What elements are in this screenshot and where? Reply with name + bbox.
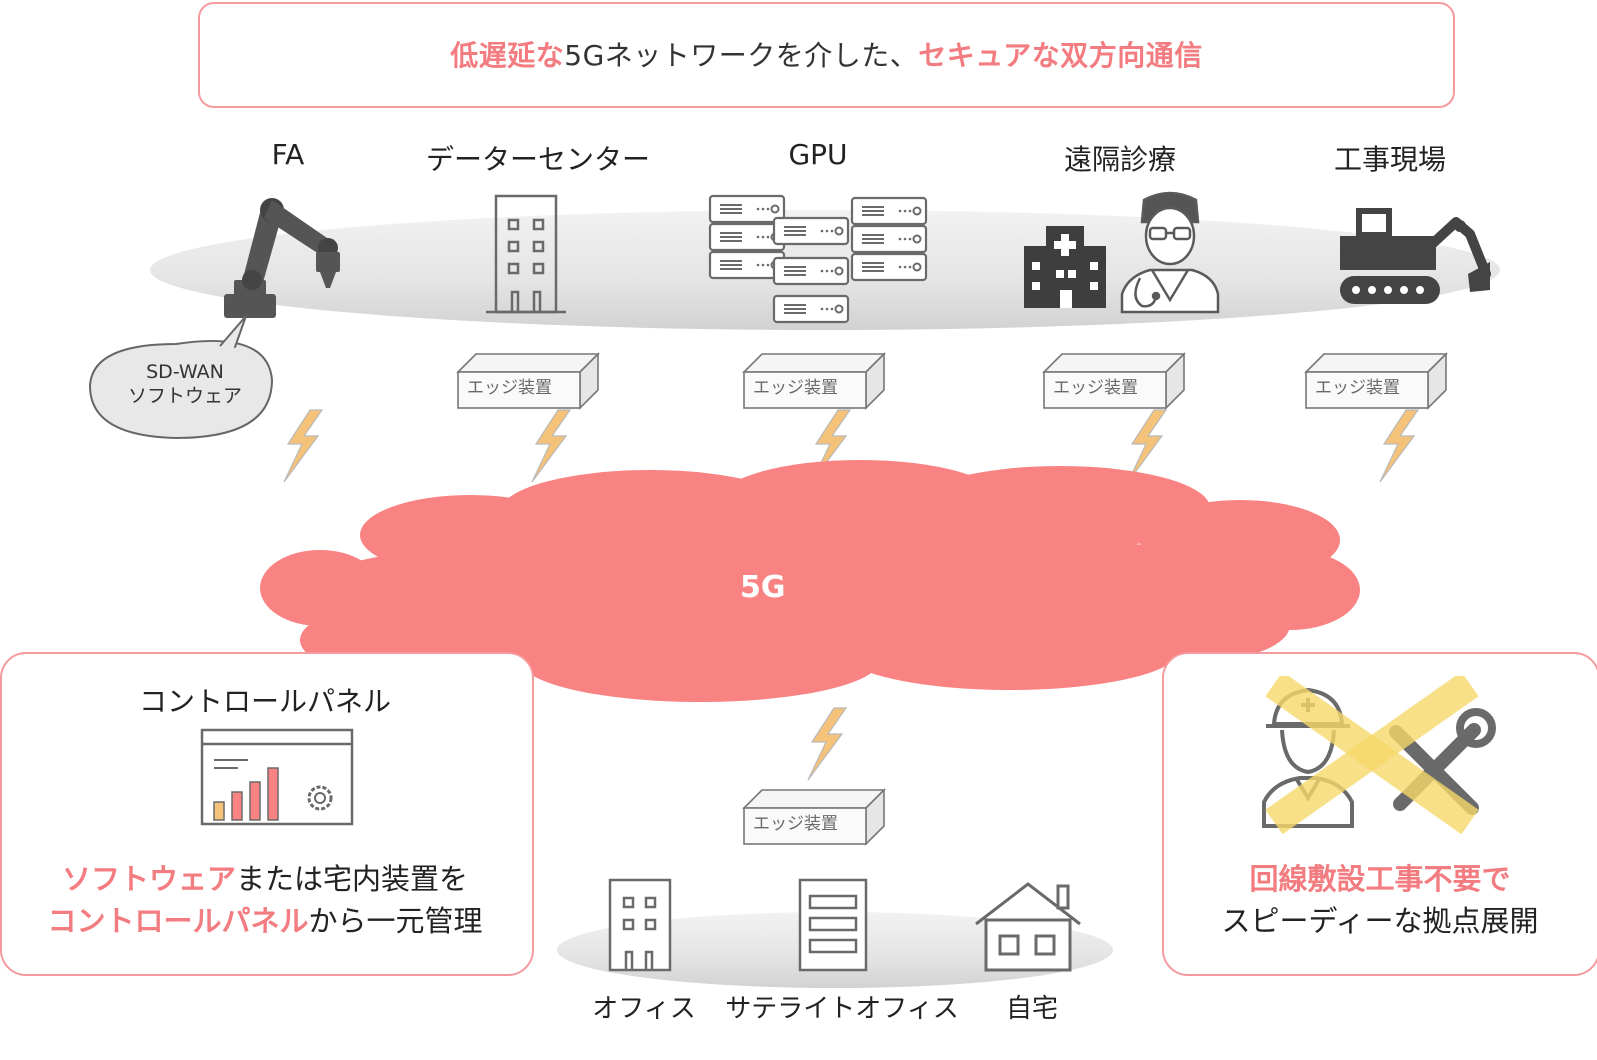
edge-device-datacenter: エッジ装置 <box>457 353 599 409</box>
control-panel-description: ソフトウェアまたは宅内装置を コントロールパネルから一元管理 <box>0 858 530 942</box>
header-middle: 5Gネットワークを介した、 <box>564 39 919 72</box>
rr-line1-rest: で <box>1481 862 1511 896</box>
header-highlight-secure: セキュアな双方向通信 <box>918 39 1203 72</box>
edge-device-telemedicine: エッジ装置 <box>1043 353 1185 409</box>
sdwan-bubble <box>88 340 274 440</box>
edge-device-label: エッジ装置 <box>1315 378 1400 398</box>
sdwan-label: SD-WAN ソフトウェア <box>110 360 260 408</box>
cp-line1-rest: または宅内装置を <box>236 862 469 896</box>
hospital-icon <box>1024 226 1106 308</box>
site-label-office: オフィス <box>592 994 696 1024</box>
edge-device-label: エッジ装置 <box>753 378 838 398</box>
node-label-telemedicine: 遠隔診療 <box>1063 143 1176 176</box>
bolt-icon <box>1379 409 1419 483</box>
datacenter-building-icon <box>486 194 566 314</box>
dashboard-icon <box>200 728 354 826</box>
header-highlight-latency: 低遅延な <box>450 39 565 72</box>
sdwan-line2: ソフトウェア <box>127 385 242 407</box>
bolt-icon <box>807 707 847 781</box>
rr-highlight: 回線敷設工事不要 <box>1249 862 1482 896</box>
header-banner: 低遅延な5Gネットワークを介した、セキュアな双方向通信 <box>198 2 1455 108</box>
satellite-office-icon <box>798 878 868 972</box>
sdwan-line1: SD-WAN <box>146 361 224 383</box>
node-label-fa: FA <box>271 138 305 171</box>
cp-highlight-panel: コントロールパネル <box>47 904 309 938</box>
header-text: 低遅延な5Gネットワークを介した、セキュアな双方向通信 <box>200 34 1453 74</box>
no-construction-description: 回線敷設工事不要で スピーディーな拠点展開 <box>1162 858 1597 942</box>
doctor-icon <box>1120 191 1220 314</box>
bolt-icon <box>283 409 323 483</box>
cp-line2-rest: から一元管理 <box>308 904 483 938</box>
edge-device-label: エッジ装置 <box>1053 378 1138 398</box>
node-label-construction: 工事現場 <box>1333 143 1446 176</box>
bolt-icon <box>531 409 571 483</box>
site-label-home: 自宅 <box>1005 994 1058 1024</box>
no-construction-box <box>1162 652 1597 976</box>
cp-highlight-software: ソフトウェア <box>61 862 236 896</box>
node-label-datacenter: データーセンター <box>425 143 650 176</box>
office-building-icon <box>608 878 672 972</box>
site-label-satellite: サテライトオフィス <box>725 994 959 1024</box>
robot-arm-icon <box>224 198 340 318</box>
home-icon <box>975 882 1081 972</box>
rr-line2: スピーディーな拠点展開 <box>1221 904 1539 938</box>
excavator-icon <box>1340 208 1491 304</box>
edge-device-construction: エッジ装置 <box>1305 353 1447 409</box>
cloud-label: 5G <box>740 570 786 605</box>
no-construction-icon <box>1262 676 1496 835</box>
edge-device-label: エッジ装置 <box>753 814 838 834</box>
edge-device-gpu: エッジ装置 <box>743 353 885 409</box>
edge-device-sites: エッジ装置 <box>743 789 885 845</box>
control-panel-title: コントロールパネル <box>138 685 391 718</box>
edge-device-label: エッジ装置 <box>467 378 552 398</box>
node-label-gpu: GPU <box>788 138 848 171</box>
bolt-icon <box>1127 409 1167 483</box>
